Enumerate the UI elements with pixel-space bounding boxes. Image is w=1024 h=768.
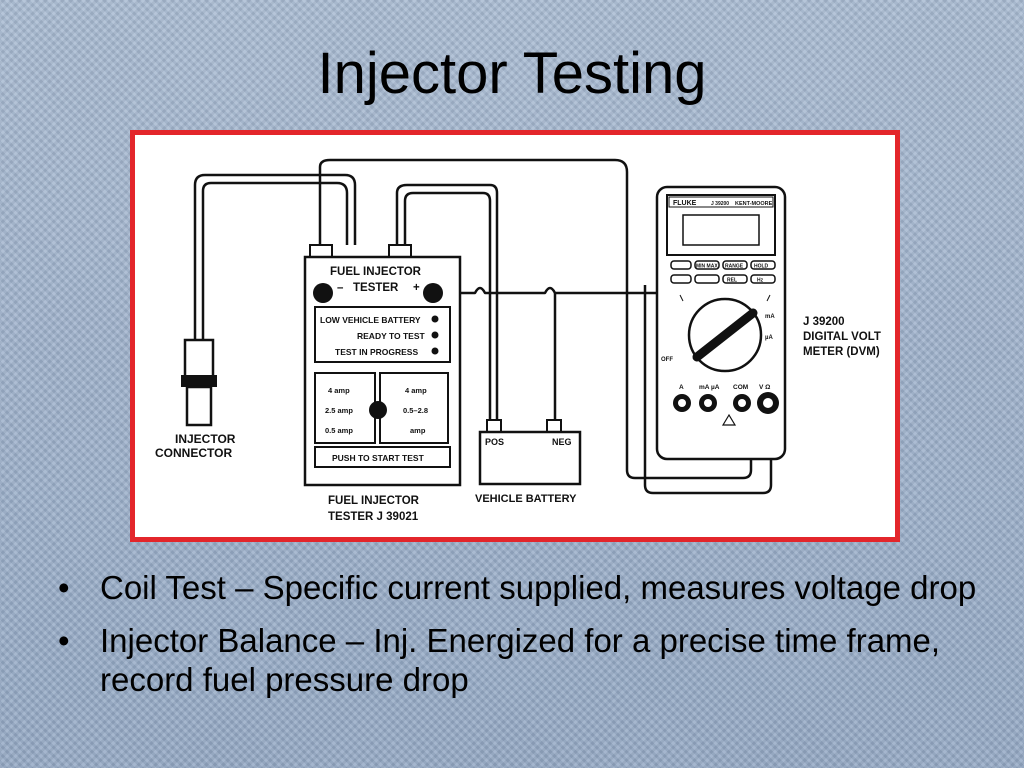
- meter-label-line2: DIGITAL VOLT: [803, 331, 881, 343]
- dial-pointer: [692, 308, 758, 362]
- diagram-frame: INJECTOR CONNECTOR FUEL INJECTOR – TESTE…: [130, 130, 900, 542]
- right-amp-1: 4 amp: [405, 386, 427, 395]
- tester-pos-terminal: [423, 283, 443, 303]
- tester-to-meter-wire: [318, 158, 629, 470]
- status-light-icon: [431, 315, 439, 323]
- meter-btn-range: RANGE: [725, 264, 744, 270]
- left-amp-1: 4 amp: [328, 386, 350, 395]
- meter-btn-hold: HOLD: [754, 264, 769, 270]
- slide-title: Injector Testing: [317, 41, 707, 106]
- jack-v-label: V Ω: [759, 384, 770, 391]
- tester-caption-line1: FUEL INJECTOR: [328, 495, 420, 507]
- dial-off-label: OFF: [661, 357, 673, 363]
- injector-test-diagram: INJECTOR CONNECTOR FUEL INJECTOR – TESTE…: [155, 158, 881, 523]
- status-ready: READY TO TEST: [357, 331, 426, 341]
- tester-neg-terminal: [313, 283, 333, 303]
- jack-ma-label: mA µA: [699, 384, 720, 391]
- meter-brand: FLUKE: [673, 200, 697, 207]
- dial-ua-label: µA: [765, 335, 773, 341]
- status-light-icon: [431, 347, 439, 355]
- vehicle-battery: [478, 419, 582, 486]
- tester-to-battery-pos-wire: [395, 183, 499, 420]
- meter-v-lead: [643, 285, 773, 495]
- jack-a-label: A: [679, 384, 684, 391]
- tester-plus-label: +: [413, 282, 420, 294]
- meter-display: [682, 214, 760, 246]
- connector-cable-outer: [193, 173, 357, 340]
- warning-triangle-icon: [721, 413, 737, 426]
- battery-pos-label: POS: [485, 437, 504, 447]
- left-amp-2: 2.5 amp: [325, 406, 353, 415]
- tester-name-label: TESTER: [353, 282, 399, 294]
- injector-connector: [181, 338, 217, 427]
- bullet-icon: •: [58, 622, 70, 659]
- battery-neg-label: NEG: [552, 437, 572, 447]
- battery-label: VEHICLE BATTERY: [475, 493, 577, 505]
- tester-caption-line2: TESTER J 39021: [328, 511, 419, 523]
- status-in-progress: TEST IN PROGRESS: [335, 347, 418, 357]
- connector-label-line1: INJECTOR: [175, 432, 236, 446]
- dial-ma-label: mA: [765, 314, 775, 320]
- meter-make: KENT-MOORE: [735, 201, 773, 207]
- bullet-item: • Injector Balance – Inj. Energized for …: [58, 621, 978, 699]
- status-low-battery: LOW VEHICLE BATTERY: [320, 315, 421, 325]
- fuel-injector-tester: [303, 244, 462, 487]
- connector-cable-inner: [201, 181, 349, 340]
- meter-label-line3: METER (DVM): [803, 346, 880, 358]
- digital-volt-meter: [655, 185, 787, 461]
- left-amp-3: 0.5 amp: [325, 426, 353, 435]
- bullet-text: Injector Balance – Inj. Energized for a …: [100, 622, 941, 698]
- meter-btn-hz: Hz: [757, 278, 764, 284]
- meter-btn-minmax: MIN MAX: [696, 264, 718, 270]
- meter-label-line1: J 39200: [803, 316, 845, 328]
- connector-label-line2: CONNECTOR: [155, 446, 232, 460]
- amp-selector-knob-icon: [369, 401, 387, 419]
- tester-header-line1: FUEL INJECTOR: [330, 266, 422, 278]
- right-amp-3: amp: [410, 426, 426, 435]
- meter-btn-rel: REL: [727, 278, 737, 284]
- status-light-icon: [431, 331, 439, 339]
- right-amp-2: 0.5–2.8: [403, 406, 428, 415]
- tester-minus-label: –: [337, 282, 344, 294]
- tester-to-battery-wire-inner: [403, 191, 492, 420]
- bullet-icon: •: [58, 569, 70, 606]
- tester-to-battery-neg-wire: [433, 286, 665, 295]
- bullet-item: • Coil Test – Specific current supplied,…: [58, 568, 978, 607]
- push-to-start-label: PUSH TO START TEST: [332, 453, 425, 463]
- meter-com-lead: [625, 410, 753, 480]
- bullet-list: • Coil Test – Specific current supplied,…: [58, 568, 978, 713]
- meter-model-small: J 39200: [711, 201, 729, 207]
- bullet-text: Coil Test – Specific current supplied, m…: [100, 569, 977, 606]
- jack-com-label: COM: [733, 384, 748, 391]
